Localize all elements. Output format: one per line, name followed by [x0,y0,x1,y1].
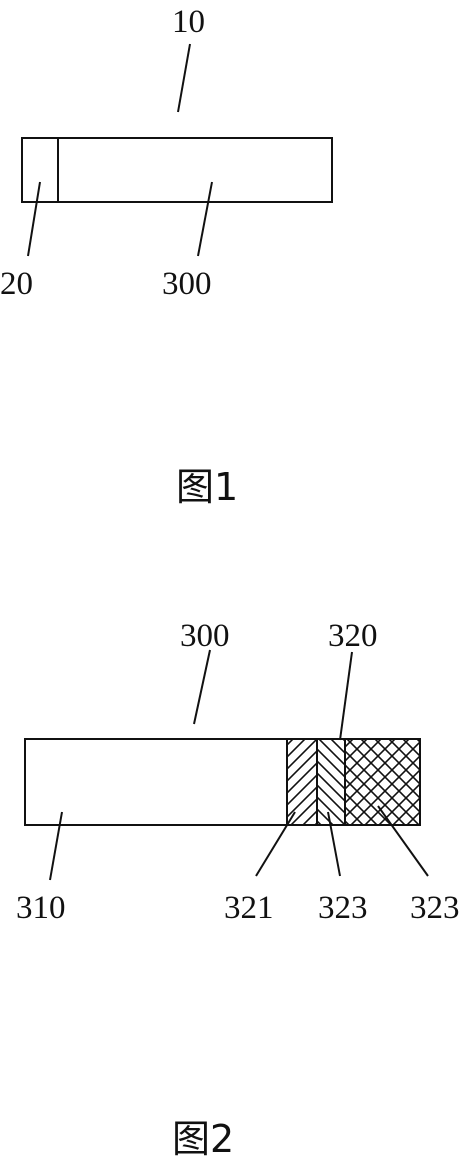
figure-1-caption: 图1 [176,465,238,509]
leader-line-323b [377,805,429,877]
leader-line-20 [27,181,41,257]
figure-2: 300 320 310 321 323 323 图2 [16,618,460,1161]
leader-line-310 [49,811,63,881]
section-321-diagonal-hatch [286,738,318,826]
leader-line-321 [255,811,296,877]
label-300-fig1: 300 [162,266,212,302]
figure-1: 10 20 300 图1 [0,4,333,509]
label-20: 20 [0,266,33,302]
figure-2-caption: 图2 [172,1117,234,1161]
leader-line-10 [177,43,191,113]
label-300-fig2: 300 [180,618,230,654]
fig1-outer-rect [21,137,333,203]
section-323-back-hatch [316,738,346,826]
label-323-mid: 323 [318,890,368,926]
label-310: 310 [16,890,66,926]
leader-line-320 [339,651,353,741]
leader-line-323a [327,811,341,877]
label-320: 320 [328,618,378,654]
leader-line-300a [197,181,213,257]
leader-line-300b [193,649,211,725]
label-10: 10 [172,4,205,40]
label-321: 321 [224,890,274,926]
label-323-cross: 323 [410,890,460,926]
